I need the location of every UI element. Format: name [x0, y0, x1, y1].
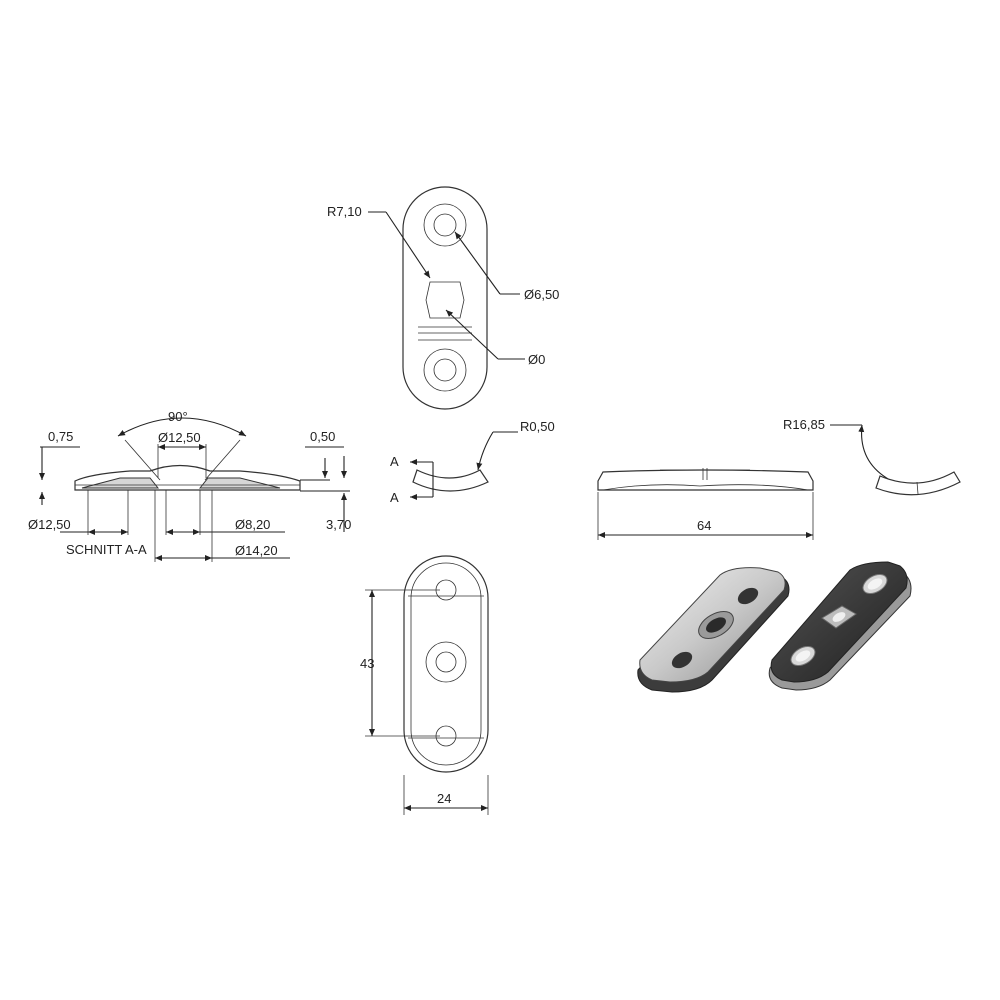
width-label-24: 24: [437, 791, 451, 806]
side-view: [597, 468, 814, 540]
section-view: [39, 417, 350, 562]
section-marker-a-bottom: A: [390, 490, 399, 505]
diameter-label-0: Ø0: [528, 352, 545, 367]
curve-detail: [830, 424, 961, 496]
bottom-view: [365, 555, 489, 815]
diameter-label-14-20: Ø14,20: [235, 543, 278, 558]
radius-label-r050: R0,50: [520, 419, 555, 434]
diameter-label-6-50: Ø6,50: [524, 287, 559, 302]
diameter-label-8-20: Ø8,20: [235, 517, 270, 532]
thickness-label-0-50: 0,50: [310, 429, 335, 444]
3d-render-top-side: [637, 567, 790, 693]
diameter-label-12-50-bottom: Ø12,50: [28, 517, 71, 532]
thickness-label-0-75: 0,75: [48, 429, 73, 444]
radius-label-r710: R7,10: [327, 204, 362, 219]
section-cut-symbol: [410, 431, 518, 500]
3d-render-bottom-side: [768, 561, 912, 691]
top-view: [368, 186, 525, 410]
section-marker-a-top: A: [390, 454, 399, 469]
radius-label-r1685: R16,85: [783, 417, 825, 432]
length-label-43: 43: [360, 656, 374, 671]
section-title: SCHNITT A-A: [66, 542, 147, 557]
length-label-64: 64: [697, 518, 711, 533]
diameter-label-12-50-top: Ø12,50: [158, 430, 201, 445]
thickness-label-3-70: 3,70: [326, 517, 351, 532]
angle-label-90: 90°: [168, 409, 188, 424]
